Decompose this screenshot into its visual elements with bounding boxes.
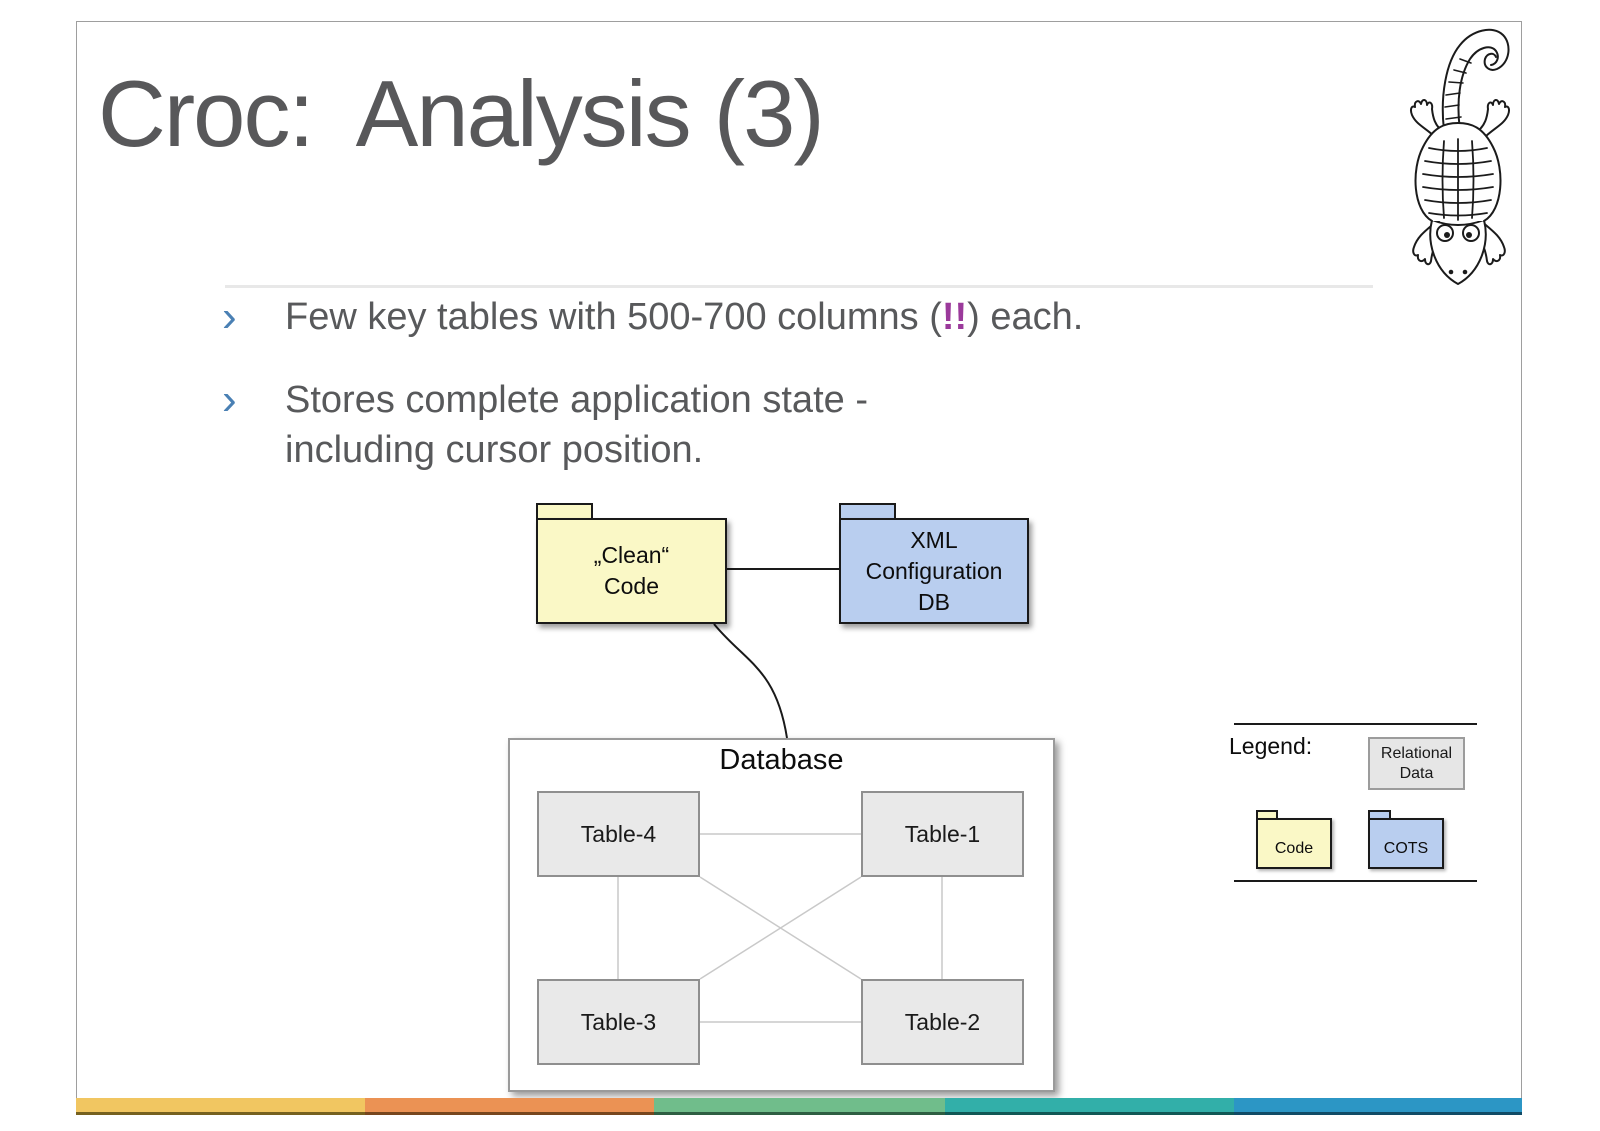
slide-title: Croc: Analysis (3) [98, 61, 825, 166]
table-1-box: Table-1 [861, 791, 1024, 877]
crocodile-illustration [1410, 28, 1510, 285]
legend-relational-line2: Data [1399, 764, 1434, 782]
bullet-chevron-icon: › [222, 375, 237, 424]
footer-stripe-blue [1234, 1098, 1522, 1115]
legend-cots-folder-tab [1368, 810, 1391, 820]
bullet-item-tables: › Few key tables with 500-700 columns (!… [222, 292, 1083, 342]
croc-pupil-left [1444, 232, 1450, 238]
bullet-emphasis: !! [941, 296, 968, 338]
footer-stripe-teal [945, 1098, 1234, 1115]
bullet-text-line2: including cursor position. [285, 429, 704, 471]
croc-tail-outer [1441, 28, 1510, 131]
croc-nostril-right [1462, 269, 1468, 275]
croc-grid-vertical [1441, 138, 1475, 221]
xml-db-label-line3: DB [918, 588, 950, 615]
xml-db-folder: XML Configuration DB [839, 518, 1029, 624]
croc-leg-upper-left [1410, 99, 1443, 137]
bullet-text-suffix: ) each. [967, 296, 1084, 338]
legend-code-folder-tab [1256, 810, 1278, 820]
legend-title: Legend: [1229, 733, 1313, 759]
bullets-separator-line [225, 285, 1373, 288]
bullet-text: Stores complete application state - incl… [285, 375, 868, 475]
bullet-text-prefix: Few key tables with 500-700 columns ( [285, 296, 942, 338]
xml-db-label-line1: XML [910, 526, 958, 553]
croc-tail-hatching [1444, 58, 1472, 120]
bullet-chevron-icon: › [222, 292, 237, 341]
bullet-text: Few key tables with 500-700 columns (!!)… [285, 292, 1083, 342]
legend-cots-folder: COTS [1368, 818, 1444, 869]
table-3-box: Table-3 [537, 979, 700, 1065]
legend-top-rule [1234, 723, 1477, 725]
croc-pupil-right [1466, 232, 1472, 238]
bullet-item-state: › Stores complete application state - in… [222, 375, 868, 475]
clean-code-label-line2: Code [604, 573, 659, 599]
legend-bottom-rule [1234, 880, 1477, 882]
footer-stripe-orange [365, 1098, 654, 1115]
clean-code-folder-tab [536, 503, 593, 520]
legend-relational-line1: Relational [1380, 744, 1453, 762]
croc-leg-upper-right [1477, 99, 1510, 137]
footer-stripe-green [654, 1098, 945, 1115]
footer-stripe-yellow [76, 1098, 365, 1115]
table-4-box: Table-4 [537, 791, 700, 877]
table-2-box: Table-2 [861, 979, 1024, 1065]
bullet-text-line1: Stores complete application state - [285, 379, 868, 421]
database-title: Database [719, 744, 844, 776]
clean-code-label-line1: „Clean“ [593, 542, 670, 568]
croc-nostril-left [1448, 269, 1454, 275]
xml-db-label-line2: Configuration [865, 557, 1003, 584]
legend-relational-data-box: Relational Data [1368, 737, 1465, 790]
legend-code-folder: Code [1256, 818, 1332, 869]
xml-db-folder-tab [839, 503, 896, 520]
clean-code-folder: „Clean“ Code [536, 518, 727, 624]
